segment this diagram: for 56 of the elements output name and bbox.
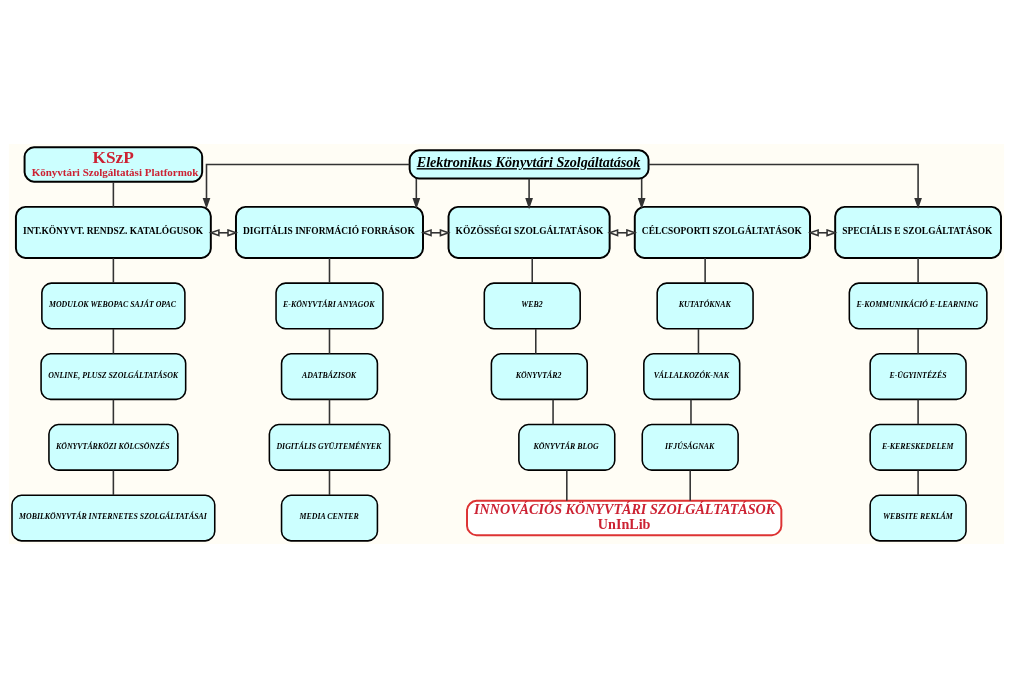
connector (328, 469, 331, 496)
arrow (412, 177, 421, 209)
connector (328, 256, 331, 284)
node-box: INNOVÁCIÓS KÖNYVTÁRI SZOLGÁLTATÁSOK UnInLib (466, 499, 783, 536)
connector (690, 398, 692, 425)
node-box: ADATBÁZISOK (280, 352, 379, 400)
node-box: KSzP Könyvtári Szolgáltatási Platformok (23, 145, 204, 183)
connector (112, 256, 115, 284)
connector (531, 256, 534, 284)
node-box: KUTATÓKNAK (656, 281, 754, 329)
connector (112, 180, 115, 208)
node-box: KÖNYVTÁR BLOG (518, 423, 616, 471)
node-box: E-KÖNYVTÁRI ANYAGOK (275, 281, 384, 329)
node-box: DIGITÁLIS GYŰJTEMÉNYEK (268, 423, 391, 471)
arrow (208, 228, 239, 237)
connector (917, 469, 919, 496)
node-box: Elektronikus Könyvtári Szolgáltatások (408, 148, 650, 180)
node-box: WEBSITE REKLÁM (869, 494, 967, 542)
node-box: KÖNYVTÁRKÖZI KÖLCSÖNZÉS (48, 423, 179, 471)
connector (552, 398, 554, 425)
arrow (525, 177, 533, 209)
node-box: KÖZÖSSÉGI SZOLGÁLTATÁSOK (447, 205, 611, 259)
node-box: KÖNYVTÁR2 (490, 352, 589, 400)
connector (112, 398, 115, 425)
arrow (637, 177, 646, 209)
arrow (807, 228, 838, 237)
node-box: MOBILKÖNYVTÁR INTERNETES SZOLGÁLTATÁSAI (11, 494, 216, 542)
node-box: SPECIÁLIS E SZOLGÁLTATÁSOK (834, 205, 1002, 259)
connector (566, 469, 568, 501)
connector (704, 256, 706, 284)
node-box: E-KOMMUNIKÁCIÓ E-LEARNING (848, 281, 988, 329)
connector (535, 327, 537, 354)
connector (112, 469, 115, 496)
node-box: ONLINE, PLUSZ SZOLGÁLTATÁSOK (40, 352, 187, 400)
connector (689, 469, 691, 501)
node-box: VÁLLALKOZÓK-NAK (643, 352, 741, 400)
connector (112, 327, 115, 354)
node-box: WEB2 (483, 281, 581, 329)
arrow (607, 228, 638, 237)
connector (917, 256, 919, 284)
node-box: DIGITÁLIS INFORMÁCIÓ FORRÁSOK (235, 205, 424, 259)
connector (917, 327, 919, 354)
connector (917, 398, 919, 425)
node-box: INT.KÖNYVT. RENDSZ. KATALÓGUSOK (14, 205, 212, 259)
node-box: E-ÜGYINTÉZÉS (869, 352, 967, 400)
arrow (420, 228, 451, 237)
node-box: IFJÚSÁGNAK (641, 423, 739, 471)
node-box: MEDIA CENTER (280, 494, 379, 542)
connector (697, 327, 700, 354)
connector (328, 327, 331, 354)
node-box: E-KERESKEDELEM (869, 423, 967, 471)
connector (328, 398, 331, 425)
arrow (202, 163, 411, 209)
node-box: CÉLCSOPORTI SZOLGÁLTATÁSOK (633, 205, 811, 259)
node-box: MODULOK WEBOPAC SAJÁT OPAC (41, 281, 186, 329)
arrow (647, 163, 922, 209)
